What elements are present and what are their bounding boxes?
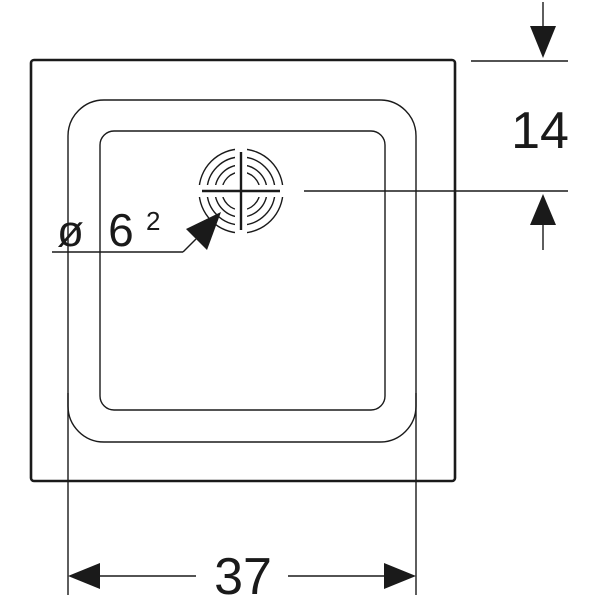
- depth-arrow-bottom: [530, 194, 556, 250]
- width-label: 37: [214, 548, 272, 600]
- drain-icon: [198, 148, 284, 234]
- tray-rim: [67, 99, 417, 443]
- width-dimension-line: [68, 563, 416, 589]
- diameter-leader: [52, 212, 221, 253]
- tray-outline: [29, 58, 457, 483]
- depth-arrow-top: [530, 2, 556, 58]
- diameter-superscript: 2: [146, 206, 160, 236]
- depth-label: 14: [511, 102, 569, 160]
- diameter-symbol: ø: [57, 207, 84, 256]
- diameter-label: ø 6 2: [57, 204, 160, 256]
- tray-basin: [99, 130, 386, 411]
- diameter-value: 6: [108, 204, 134, 256]
